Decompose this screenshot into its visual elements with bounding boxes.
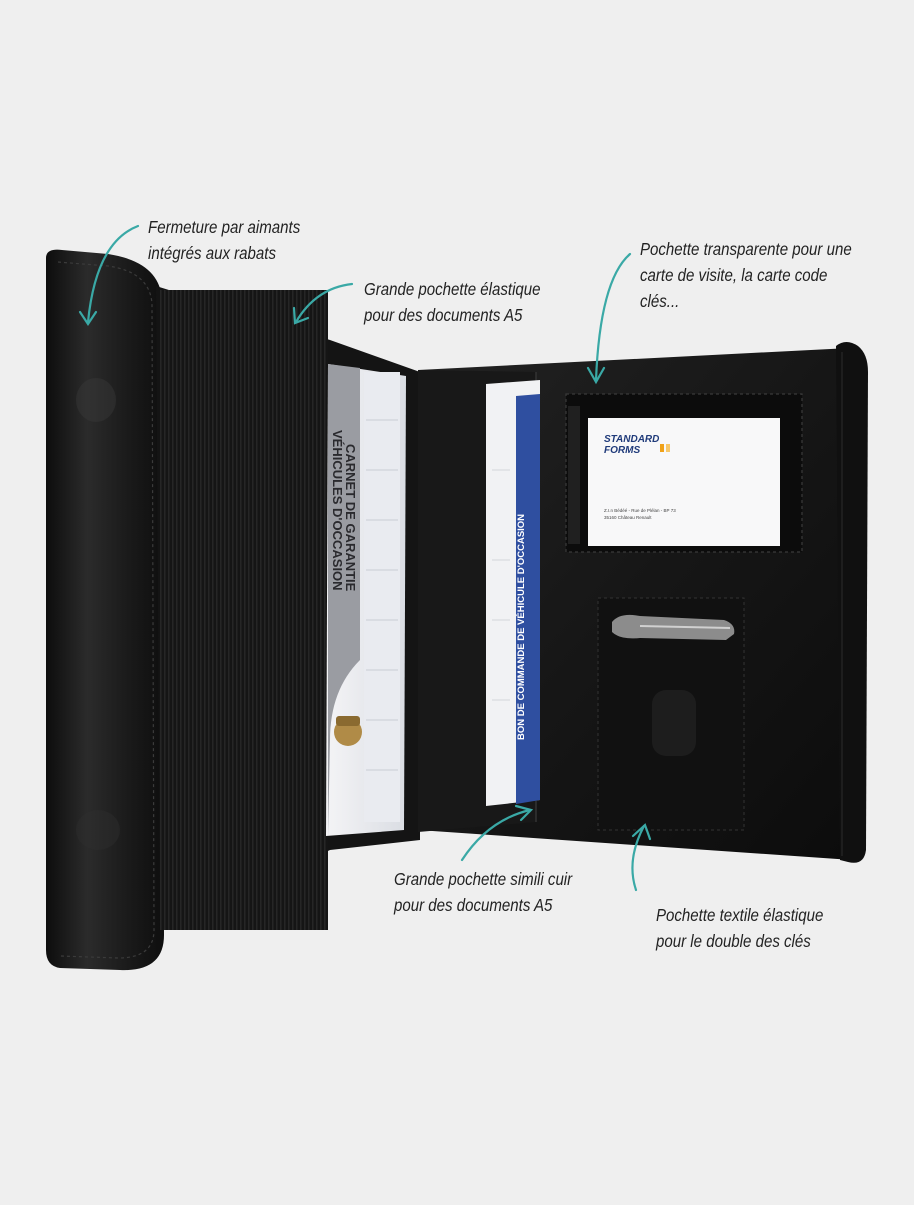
label-textile-pocket: Pochette textile élastique pour le doubl… [656,902,823,954]
label-line: clés... [640,291,680,311]
warranty-title-line1: CARNET DE GARANTIE [343,444,358,592]
address-line2: 35160 Château Renault [604,515,652,520]
right-inner-panel [418,342,868,863]
business-card-content: STANDARD FORMS Z.I.n Bédéé - Rue de Plél… [604,434,676,520]
arrow-textile [631,824,646,892]
arrow-magnet [86,224,140,324]
order-form-title: BON DE COMMANDE DE VÉHICULE D'OCCASION [516,514,527,740]
label-leather-pocket: Grande pochette simili cuir pour des doc… [394,866,572,918]
magnet-bump [76,378,116,422]
label-elastic-pocket: Grande pochette élastique pour des docum… [364,276,541,328]
label-line: pour le double des clés [656,931,811,951]
arrow-leather [460,808,532,862]
arrow-transparent [594,252,632,382]
brand-line2: FORMS [604,445,640,456]
label-line: Pochette transparente pour une [640,239,852,259]
label-line: pour des documents A5 [394,895,553,915]
address-line1: Z.I.n Bédéé - Rue de Plélan - BP 73 [604,508,676,513]
label-transparent-pocket: Pochette transparente pour une carte de … [640,236,852,314]
label-line: carte de visite, la carte code [640,265,828,285]
label-line: Pochette textile élastique [656,905,824,925]
brand-logo-mark [660,444,664,452]
label-magnet-closure: Fermeture par aimants intégrés aux rabat… [148,214,300,266]
label-line: Grande pochette élastique [364,279,541,299]
label-line: Fermeture par aimants [148,217,301,237]
warranty-booklet [326,364,406,836]
key-fob-icon [652,690,696,756]
warranty-title-line2: VÉHICULES D'OCCASION [330,430,345,591]
brand-line1: STANDARD [604,434,659,445]
label-line: pour des documents A5 [364,305,523,325]
annotation-arrows [78,224,652,892]
left-flap [46,249,164,971]
warranty-booklet-title: CARNET DE GARANTIE VÉHICULES D'OCCASION [330,430,358,592]
magnet-bump [76,810,120,850]
arrow-elastic [294,282,354,324]
business-card [588,418,780,546]
label-line: Grande pochette simili cuir [394,869,573,889]
label-line: intégrés aux rabats [148,243,277,263]
